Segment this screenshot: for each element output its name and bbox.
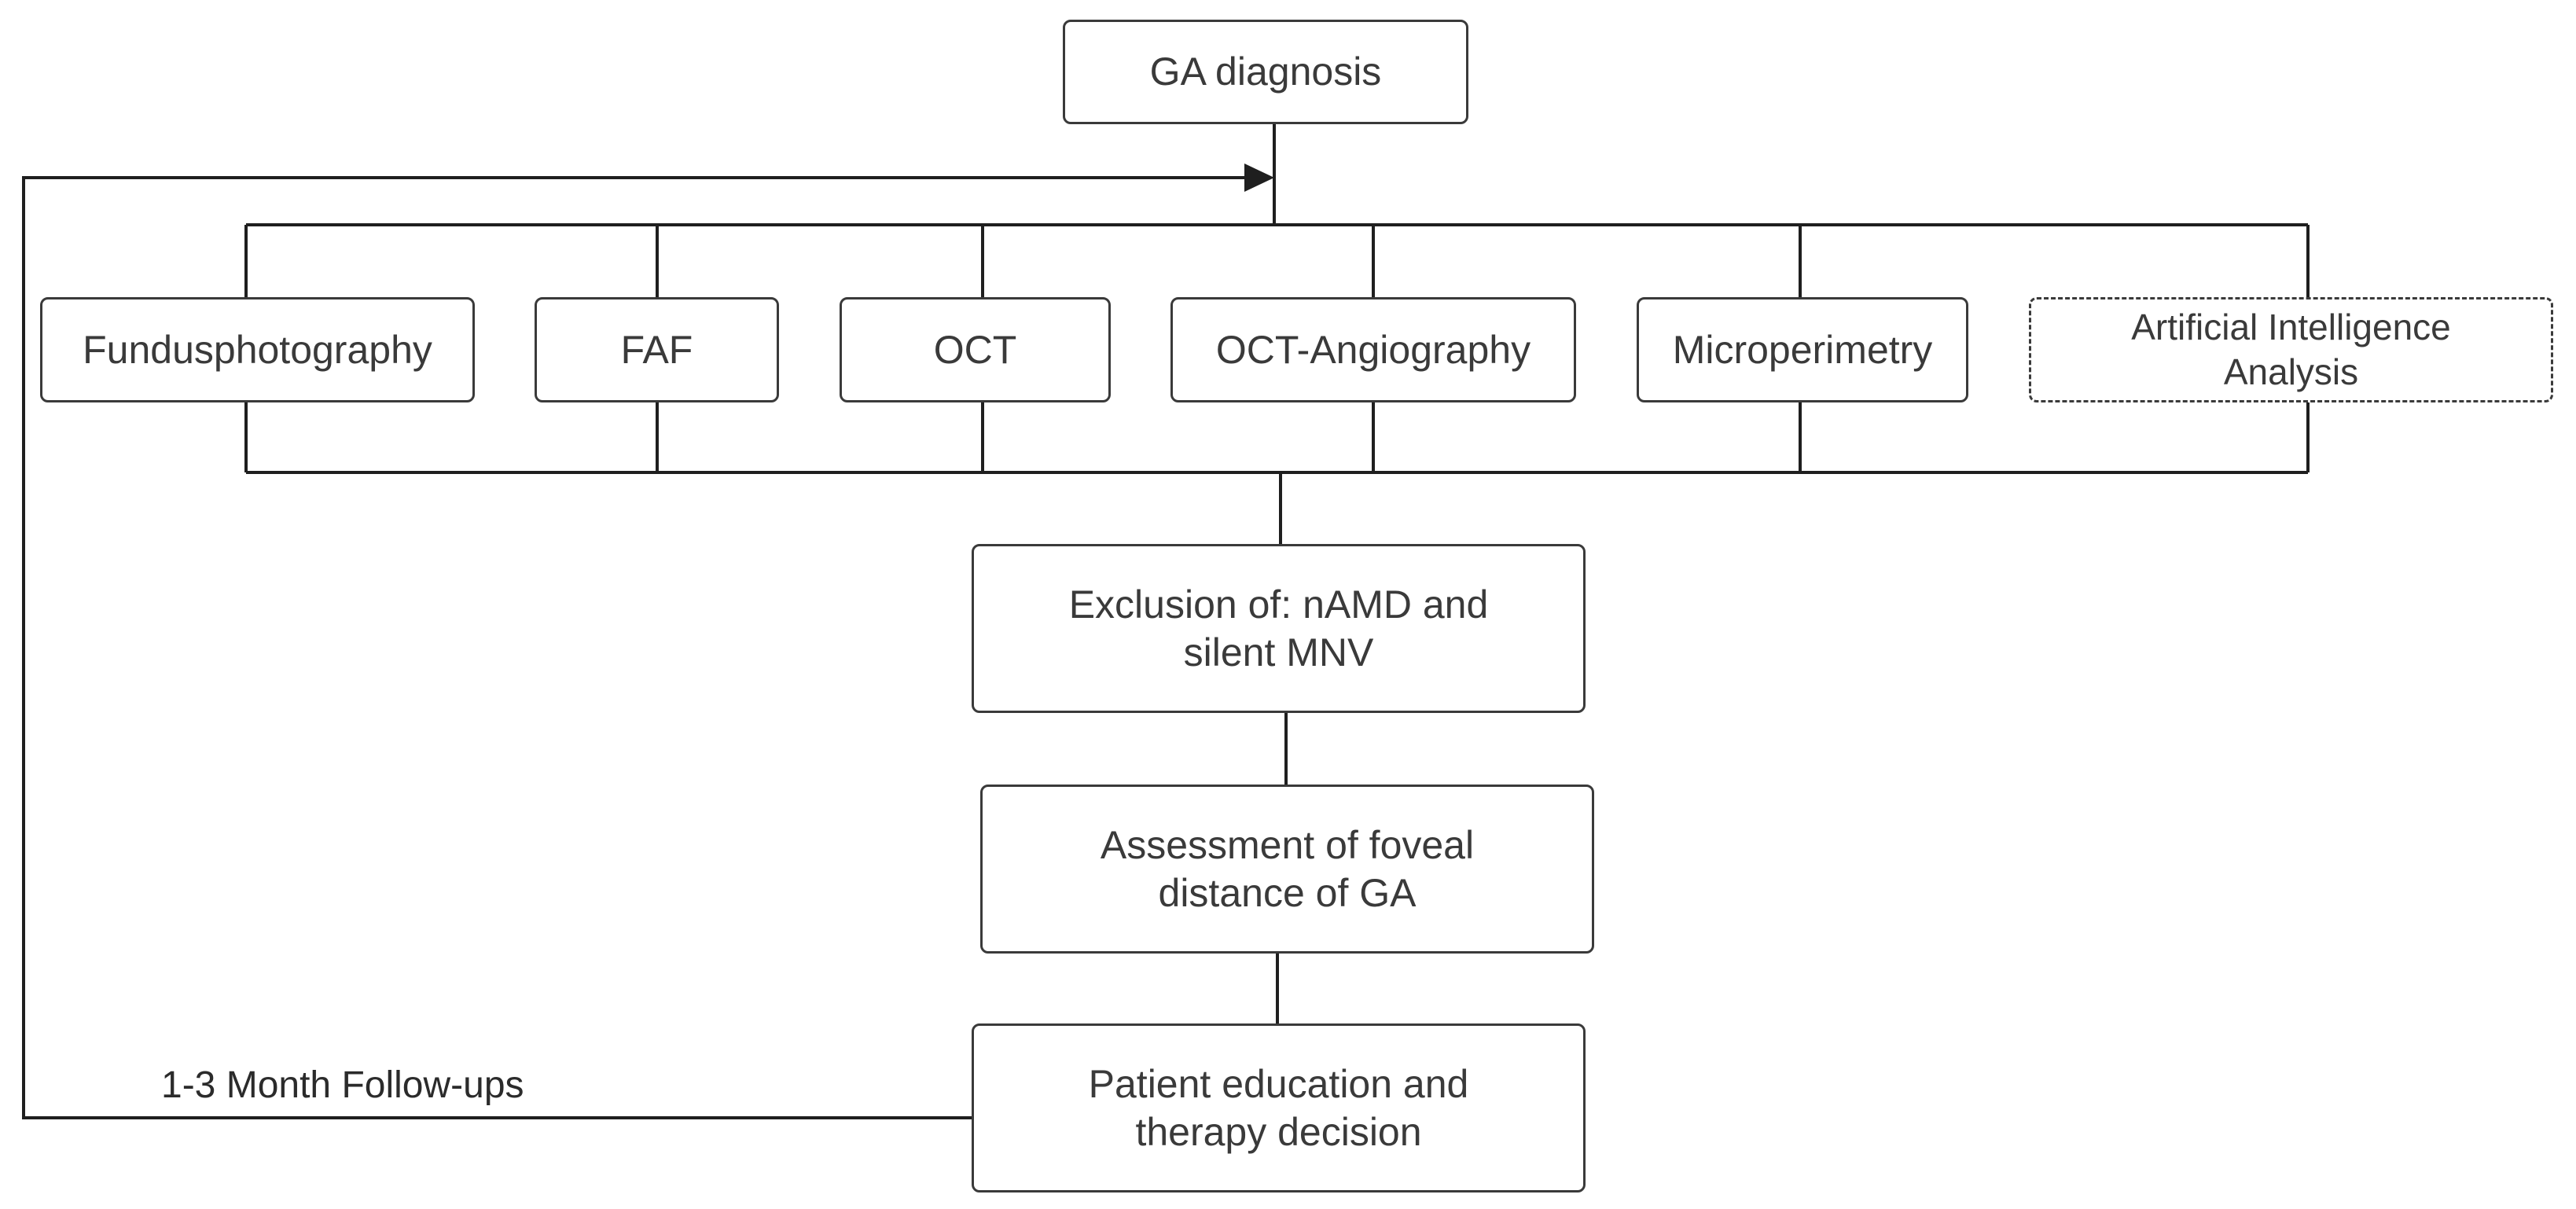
microperimetry-box: Microperimetry [1637,297,1968,402]
exclusion-label: Exclusion of: nAMD and silent MNV [1068,582,1489,674]
faf-box: FAF [535,297,779,402]
assessment-label: Assessment of foveal distance of GA [1100,822,1475,915]
oct-label: OCT [933,327,1017,372]
patient-education-label: Patient education and therapy decision [1088,1061,1469,1154]
artificial-intelligence-analysis-label: Artificial Intelligence Analysis [2131,307,2451,392]
exclusion-box: Exclusion of: nAMD and silent MNV [972,544,1586,713]
ga-diagnosis-label: GA diagnosis [1149,50,1382,94]
fundusphotography-label: Fundusphotography [83,327,432,372]
oct-box: OCT [840,297,1111,402]
assessment-box: Assessment of foveal distance of GA [980,785,1594,954]
follow-up-loop-line [22,176,1247,1119]
faf-label: FAF [620,327,693,372]
oct-angiography-box: OCT-Angiography [1170,297,1576,402]
ga-diagnosis-box: GA diagnosis [1063,20,1468,124]
patient-education-box: Patient education and therapy decision [972,1023,1586,1192]
microperimetry-label: Microperimetry [1672,327,1933,372]
fundusphotography-box: Fundusphotography [40,297,475,402]
follow-up-label: 1-3 Month Follow-ups [161,1064,524,1106]
oct-angiography-label: OCT-Angiography [1215,327,1531,372]
loop-arrowhead [1244,164,1274,192]
artificial-intelligence-analysis-box: Artificial Intelligence Analysis [2029,297,2553,402]
